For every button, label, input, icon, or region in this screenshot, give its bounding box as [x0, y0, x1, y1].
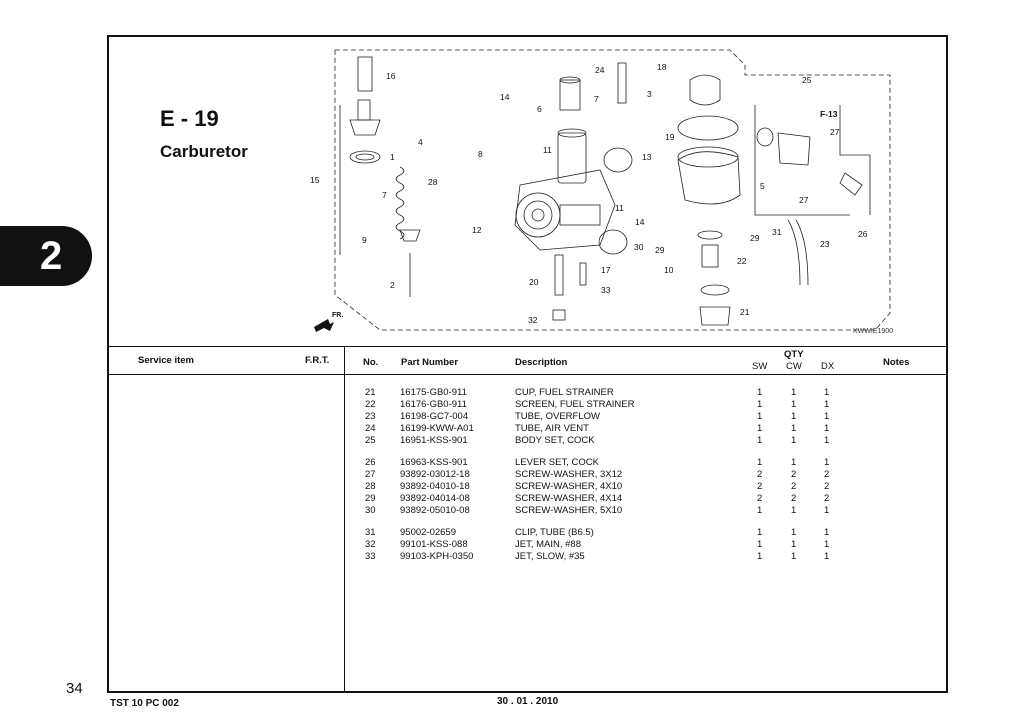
callout-33: 33	[601, 285, 611, 295]
callout-15: 15	[310, 175, 320, 185]
document-date: 30 . 01 . 2010	[497, 696, 559, 707]
chapter-tab: 2	[0, 226, 92, 286]
callout-10: 10	[664, 265, 674, 275]
callout-7b: 7	[594, 94, 599, 104]
callout-32: 32	[528, 315, 538, 325]
chapter-number: 2	[40, 234, 63, 278]
header-description: Description	[515, 357, 568, 368]
callout-7: 7	[382, 190, 387, 200]
callout-1: 1	[390, 152, 395, 162]
callout-16: 16	[386, 71, 396, 81]
callout-f13: F-13	[820, 109, 838, 119]
diagram-code: KWWIE1900	[853, 328, 894, 335]
callout-4: 4	[418, 137, 423, 147]
section-title: Carburetor	[160, 142, 248, 161]
callout-29b: 29	[655, 245, 665, 255]
callout-27b: 27	[799, 195, 809, 205]
callout-5: 5	[760, 181, 765, 191]
callout-29: 29	[750, 233, 760, 243]
header-frt: F.R.T.	[305, 355, 330, 366]
table-header-line	[107, 374, 948, 375]
callout-21: 21	[740, 307, 750, 317]
callout-17: 17	[601, 265, 611, 275]
callout-28: 28	[428, 177, 438, 187]
exploded-parts-diagram: 16 4 1 15 7 9 2 28 8 12 14 6 11 24 7 18 …	[310, 49, 891, 332]
callout-2: 2	[390, 280, 395, 290]
callout-31: 31	[772, 227, 782, 237]
callout-22: 22	[737, 256, 747, 266]
callout-30: 30	[634, 242, 644, 252]
callout-12: 12	[472, 225, 482, 235]
callout-11: 11	[543, 145, 552, 155]
callout-3: 3	[647, 89, 652, 99]
table-divider	[344, 347, 345, 693]
front-arrow-icon	[314, 319, 334, 332]
callout-18: 18	[657, 62, 667, 72]
page-frame	[107, 35, 948, 693]
header-part-number: Part Number	[401, 357, 459, 368]
callout-26: 26	[858, 229, 868, 239]
callout-25: 25	[802, 75, 812, 85]
callout-13: 13	[642, 152, 652, 162]
callout-27: 27	[830, 127, 840, 137]
header-notes: Notes	[883, 357, 910, 368]
callout-23: 23	[820, 239, 830, 249]
header-qty: QTY	[784, 349, 804, 360]
callout-24: 24	[595, 65, 605, 75]
table-top-line	[107, 346, 948, 347]
header-cw: CW	[786, 361, 802, 372]
callout-14: 14	[500, 92, 510, 102]
callout-11b: 11	[615, 203, 624, 213]
callout-20: 20	[529, 277, 539, 287]
callout-9: 9	[362, 235, 367, 245]
header-service-item: Service item	[138, 355, 194, 366]
callout-19: 19	[665, 132, 675, 142]
callout-8: 8	[478, 149, 483, 159]
callout-14b: 14	[635, 217, 645, 227]
header-dx: DX	[821, 361, 835, 372]
header-sw: SW	[752, 361, 768, 372]
header-no: No.	[363, 357, 379, 368]
callout-6: 6	[537, 104, 542, 114]
section-code: E - 19	[160, 106, 219, 131]
front-arrow-label: FR.	[332, 312, 343, 319]
page-number: 34	[66, 680, 83, 697]
document-code: TST 10 PC 002	[110, 698, 179, 709]
